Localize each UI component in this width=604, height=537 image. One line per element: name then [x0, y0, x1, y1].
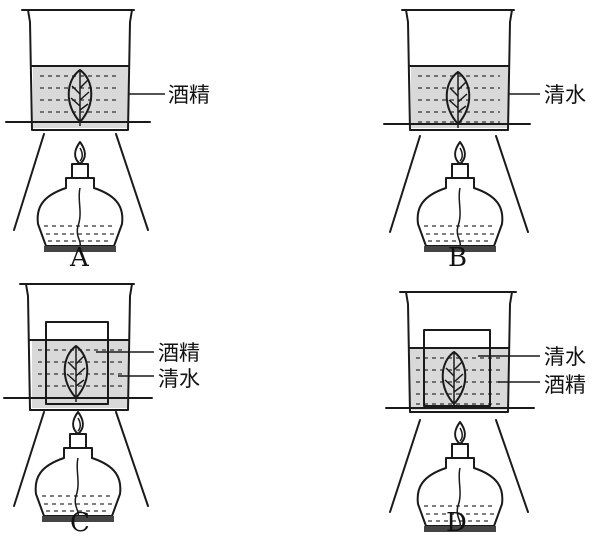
caption-a: A — [69, 243, 90, 273]
label-d-2: 酒精 — [544, 373, 586, 397]
label-c-1: 酒精 — [158, 341, 200, 365]
panel-a — [5, 9, 165, 253]
panel-b — [383, 9, 540, 253]
label-a-1: 酒精 — [168, 83, 210, 107]
label-d-1: 清水 — [544, 345, 586, 369]
label-c-2: 清水 — [158, 367, 200, 391]
label-b-1: 清水 — [544, 83, 586, 107]
panel-d — [385, 291, 540, 533]
caption-d: D — [446, 508, 467, 537]
panel-c — [3, 283, 154, 523]
caption-b: B — [448, 243, 467, 273]
caption-c: C — [70, 508, 90, 537]
